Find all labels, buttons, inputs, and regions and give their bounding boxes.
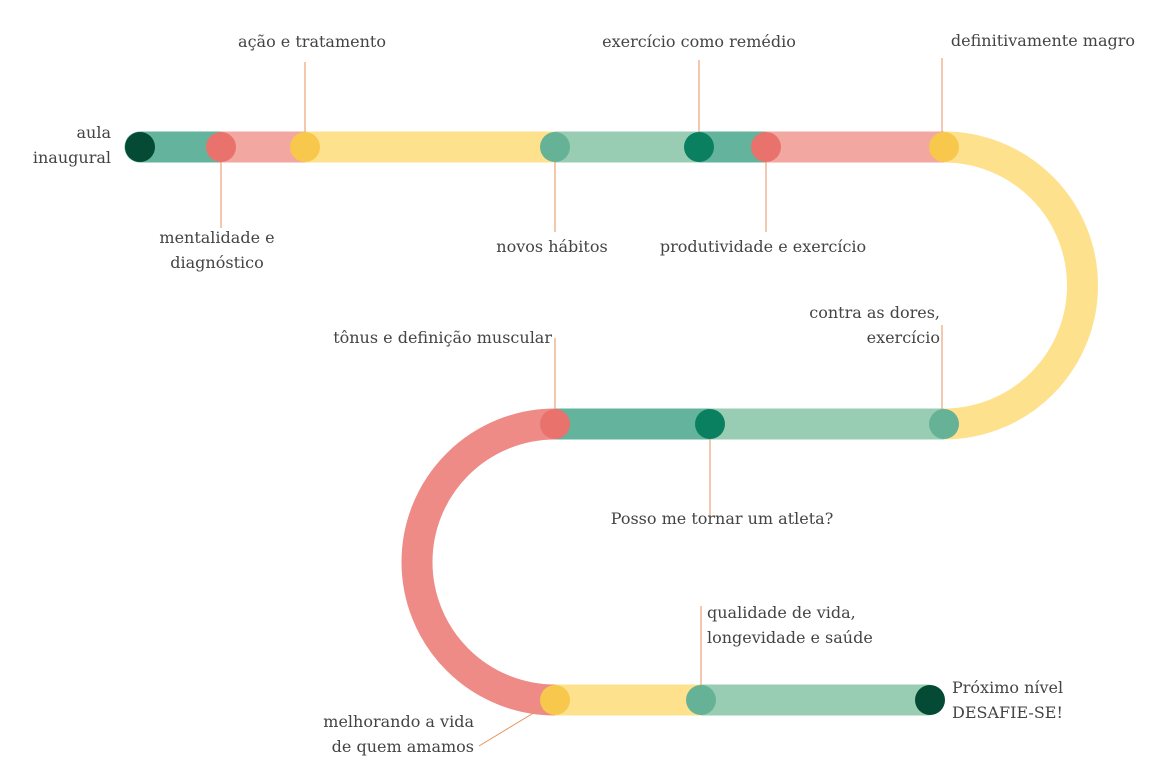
milestone-label-magro: definitivamente magro [950,31,1135,50]
milestone-dot-qualidade [686,685,716,715]
milestone-dot-exercicio-remedio [684,132,714,162]
milestone-label-produtividade: produtividade e exercício [659,237,867,256]
milestone-dot-novos-habitos [540,132,570,162]
milestone-label-dores: contra as dores,exercício [809,303,940,347]
milestone-dot-melhorando [540,685,570,715]
milestone-dot-proximo [915,685,945,715]
milestone-label-novos-habitos: novos hábitos [496,237,608,256]
milestone-dot-dores [929,409,959,439]
milestone-label-exercicio-remedio: exercício como remédio [602,32,796,51]
milestone-label-atleta: Posso me tornar um atleta? [610,509,834,528]
milestone-dot-tonus [540,409,570,439]
milestone-dot-acao [290,132,320,162]
milestone-label-qualidade: qualidade de vida,longevidade e saúde [707,603,873,647]
right-curve [943,131,1098,440]
milestone-dot-mentalidade [206,132,236,162]
milestone-label-tonus: tônus e definição muscular [333,328,552,347]
milestone-dot-atleta [695,409,725,439]
left-curve [401,408,556,716]
milestone-dots [125,132,959,715]
milestone-label-acao: ação e tratamento [238,32,386,51]
milestone-dot-magro [929,132,959,162]
milestone-dot-produtividade [751,132,781,162]
milestone-dot-aula-inaugural [125,132,155,162]
